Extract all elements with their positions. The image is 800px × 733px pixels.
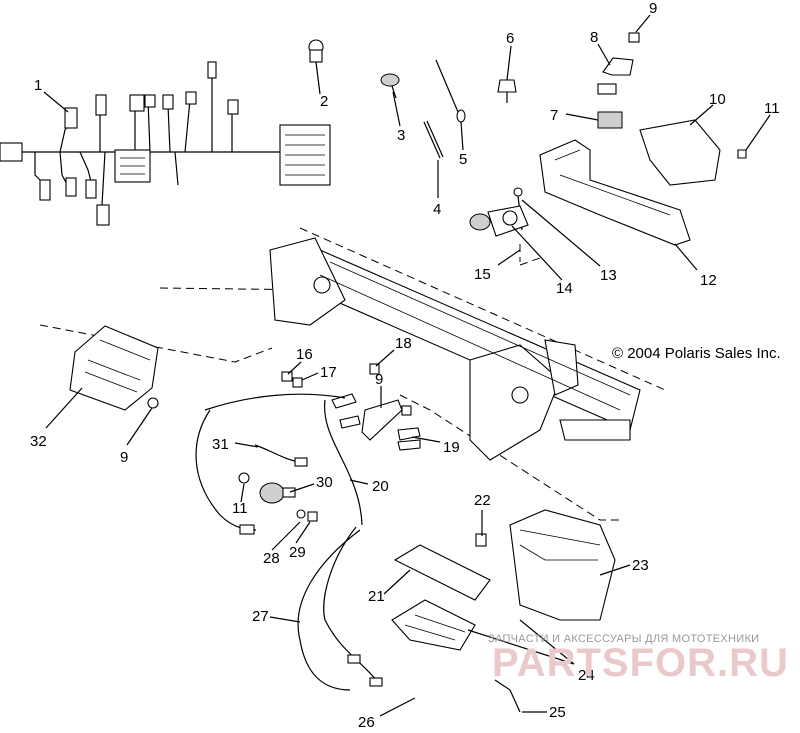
lower-parts <box>297 509 616 713</box>
callout-18: 9 <box>375 371 383 388</box>
callout-9-top: 9 <box>649 0 657 17</box>
callout-23: 23 <box>632 557 649 574</box>
callout-7: 7 <box>550 107 558 124</box>
frame <box>39 227 666 521</box>
screw-11 <box>737 149 747 159</box>
callout-5: 5 <box>459 151 467 168</box>
callout-8: 8 <box>590 29 598 46</box>
relay-7 <box>597 111 623 129</box>
callout-20: 20 <box>372 478 389 495</box>
callout-24: 24 <box>578 667 595 684</box>
callout-26: 26 <box>358 714 375 728</box>
rod-4 <box>423 120 444 159</box>
callout-29: 29 <box>289 544 306 561</box>
leader-lines <box>43 14 771 717</box>
nut-9-top <box>628 32 640 43</box>
callout-9-mid: 18 <box>395 335 412 352</box>
callout-6: 6 <box>506 30 514 47</box>
callout-13: 13 <box>600 267 617 284</box>
bulb-6 <box>497 79 517 103</box>
battery-holder-32 <box>69 325 159 411</box>
callout-3: 3 <box>397 127 405 144</box>
callout-15: 15 <box>474 266 491 283</box>
bracket-8 <box>597 57 634 95</box>
callout-11-mid: 11 <box>232 500 248 517</box>
callout-2: 2 <box>320 93 328 110</box>
cable-5 <box>435 59 466 123</box>
callout-9-left: 9 <box>120 449 128 466</box>
callout-16: 16 <box>296 346 313 363</box>
bracket-12 <box>539 139 691 246</box>
callout-21: 21 <box>368 588 385 605</box>
callout-1: 1 <box>34 77 42 94</box>
callout-31: 31 <box>212 436 229 453</box>
middle-parts <box>195 363 421 535</box>
switch-2 <box>308 39 324 63</box>
sensor-3 <box>380 73 400 99</box>
copyright-notice: © 2004 Polaris Sales Inc. <box>612 345 781 362</box>
callout-4: 4 <box>433 201 441 218</box>
callout-25: 25 <box>549 704 566 721</box>
callout-14: 14 <box>556 280 573 297</box>
watermark-tagline: ЗАПЧАСТИ И АКСЕССУАРЫ ДЛЯ МОТОТЕХНИКИ <box>488 633 760 645</box>
callout-27: 27 <box>252 608 269 625</box>
callout-30: 30 <box>316 474 333 491</box>
wiring-harness <box>0 61 331 226</box>
callout-22: 22 <box>474 492 491 509</box>
callout-32: 32 <box>30 433 47 450</box>
callout-labels: 1 2 3 4 5 6 7 8 9 10 11 12 13 14 15 16 1… <box>30 0 780 731</box>
motor-14 <box>469 205 529 237</box>
callout-12: 12 <box>700 272 717 289</box>
callout-19: 19 <box>443 439 460 456</box>
callout-10: 10 <box>709 91 726 108</box>
watermark-logo: PARTSFOR.RU <box>492 641 789 685</box>
cover-10 <box>639 119 721 186</box>
callout-17: 17 <box>320 364 337 381</box>
callout-28: 28 <box>263 550 280 567</box>
callout-11-top: 11 <box>764 100 780 117</box>
